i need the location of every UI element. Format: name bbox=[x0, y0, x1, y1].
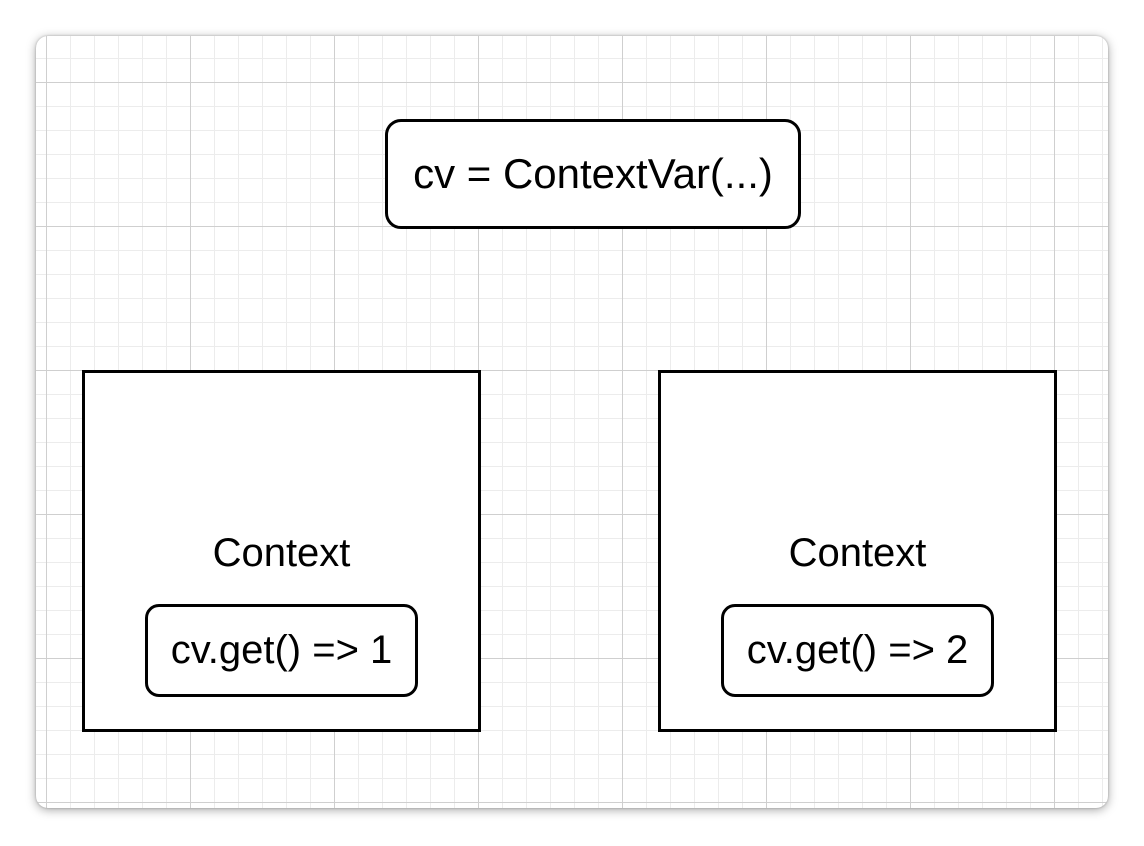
diagram-canvas: cv = ContextVar(...) Context cv.get() =>… bbox=[36, 36, 1108, 808]
cv-get-node[interactable]: cv.get() => 1 bbox=[145, 604, 418, 697]
cv-get-node[interactable]: cv.get() => 2 bbox=[721, 604, 994, 697]
context-var-node[interactable]: cv = ContextVar(...) bbox=[385, 119, 801, 229]
context-title: Context bbox=[788, 531, 927, 575]
context-box-1[interactable]: Context cv.get() => 1 bbox=[82, 370, 481, 732]
context-var-label: cv = ContextVar(...) bbox=[413, 150, 773, 197]
cv-get-label: cv.get() => 1 bbox=[170, 628, 393, 672]
context-box-2[interactable]: Context cv.get() => 2 bbox=[658, 370, 1057, 732]
context-title: Context bbox=[212, 531, 351, 575]
cv-get-label: cv.get() => 2 bbox=[746, 628, 969, 672]
